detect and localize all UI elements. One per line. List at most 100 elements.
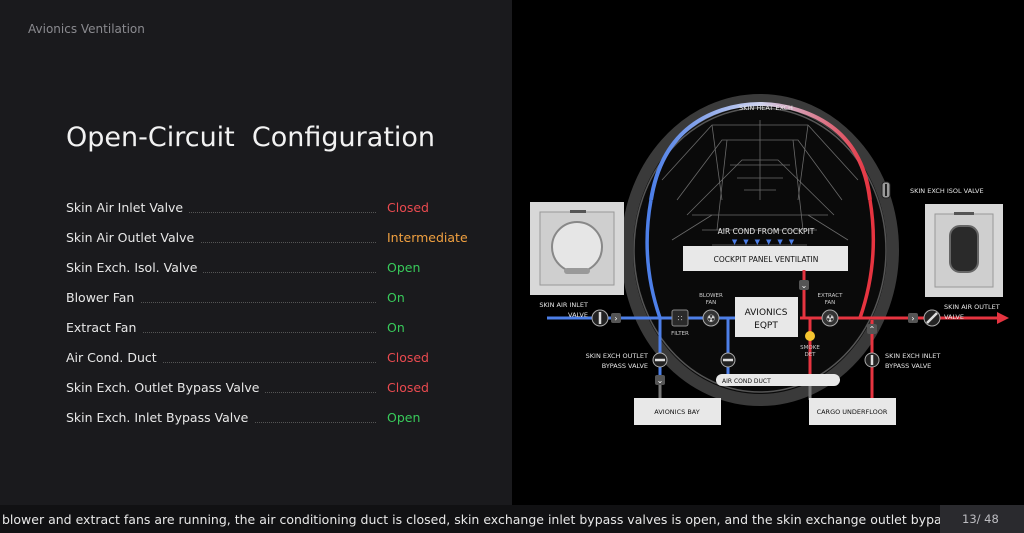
air-cond-from-cockpit-label: AIR COND FROM COCKPIT — [718, 227, 815, 236]
status-row-name: Blower Fan — [66, 290, 141, 305]
outlet-bypass-label-1: SKIN EXCH OUTLET — [586, 352, 648, 360]
status-row-value: On — [387, 320, 405, 335]
smoke-detector-icon — [805, 331, 815, 341]
status-row: Skin Air Inlet Valve Closed — [66, 200, 466, 220]
blue-skin-flow-left — [645, 199, 662, 319]
page-counter: 13/ 48 — [940, 505, 1024, 533]
svg-text:⌄: ⌄ — [657, 376, 664, 385]
ventilation-diagram: SKIN HEAT EXCH SKIN EXCH ISOL VALVE AIR … — [530, 94, 1009, 425]
air-cond-duct-label: AIR COND DUCT — [722, 378, 771, 385]
status-row: Extract Fan On — [66, 320, 466, 340]
smoke-det-label-1: SMOKE — [800, 345, 820, 351]
status-row-name: Skin Exch. Isol. Valve — [66, 260, 204, 275]
status-row: Skin Exch. Isol. Valve Open — [66, 260, 466, 280]
status-row-value: Open — [387, 260, 421, 275]
avionics-eqpt-label-1: AVIONICS — [745, 308, 788, 318]
status-row-name: Skin Exch. Inlet Bypass Valve — [66, 410, 255, 425]
status-row-name: Extract Fan — [66, 320, 143, 335]
blower-fan-label-2: FAN — [706, 300, 717, 306]
cockpit-wireframe — [661, 120, 859, 246]
caption-text: blower and extract fans are running, the… — [2, 512, 940, 527]
blower-fan-label-1: BLOWER — [699, 293, 723, 299]
outlet-arrow-icon — [997, 312, 1009, 324]
page-counter-text: 13/ 48 — [962, 512, 999, 526]
avionics-bay-label: AVIONICS BAY — [654, 408, 699, 416]
extract-fan-label-2: FAN — [825, 300, 836, 306]
smoke-det-label-2: DET — [804, 352, 816, 358]
air-cond-duct-valve[interactable] — [720, 352, 736, 368]
svg-text:›: › — [614, 314, 617, 323]
chevron-right-icon: › — [908, 313, 918, 323]
diagram-panel: SKIN HEAT EXCH SKIN EXCH ISOL VALVE AIR … — [512, 0, 1024, 505]
leader-dots — [66, 332, 376, 333]
svg-text:☢: ☢ — [826, 314, 835, 325]
skin-heat-exch-arc — [649, 102, 872, 201]
status-row-value: Open — [387, 410, 421, 425]
check-valve-icon: ⌃ — [867, 324, 877, 334]
status-row-name: Skin Exch. Outlet Bypass Valve — [66, 380, 266, 395]
skin-air-inlet-label-2: VALVE — [568, 311, 588, 319]
filter-icon — [671, 309, 689, 327]
skin-exch-inlet-bypass-valve[interactable] — [864, 352, 880, 368]
check-valve-icon: ⌄ — [655, 375, 665, 385]
skin-air-inlet-valve-photo — [530, 202, 624, 295]
svg-text:⌄: ⌄ — [801, 281, 808, 290]
info-panel: Avionics Ventilation Open-Circuit Config… — [0, 0, 512, 505]
status-row: Blower Fan On — [66, 290, 466, 310]
status-row-value: Closed — [387, 380, 429, 395]
leader-dots — [66, 302, 376, 303]
leader-dots — [66, 242, 376, 243]
down-arrows-icon: ▼▼▼▼▼▼ — [732, 238, 800, 246]
grey-duct-lines — [658, 385, 812, 400]
svg-text:›: › — [911, 314, 914, 323]
skin-air-outlet-label-1: SKIN AIR OUTLET — [944, 303, 1000, 311]
status-row: Air Cond. Duct Closed — [66, 350, 466, 370]
cockpit-panel-label: COCKPIT PANEL VENTILATIN — [714, 255, 819, 264]
cargo-underfloor-box — [809, 398, 896, 425]
status-row-value: Closed — [387, 200, 429, 215]
avionics-eqpt-box — [735, 297, 798, 337]
status-row: Skin Exch. Outlet Bypass Valve Closed — [66, 380, 466, 400]
status-row-value: On — [387, 290, 405, 305]
status-row-name: Air Cond. Duct — [66, 350, 163, 365]
extract-fan-label-1: EXTRACT — [818, 293, 844, 299]
filter-label: FILTER — [671, 331, 689, 337]
inlet-bypass-label-1: SKIN EXCH INLET — [885, 352, 940, 360]
leader-dots — [66, 362, 376, 363]
status-row-name: Skin Air Outlet Valve — [66, 230, 201, 245]
avionics-eqpt-label-2: EQPT — [754, 321, 778, 331]
skin-heat-exch-label: SKIN HEAT EXCH — [739, 104, 793, 112]
air-cond-duct-pipe — [716, 374, 840, 386]
skin-exch-isol-valve[interactable] — [881, 181, 891, 199]
skin-air-outlet-valve-photo — [925, 204, 1003, 297]
skin-air-inlet-valve[interactable] — [591, 309, 609, 327]
outlet-bypass-label-2: BYPASS VALVE — [602, 362, 648, 370]
check-valve-icon: ⌄ — [799, 280, 809, 290]
skin-air-outlet-label-2: VALVE — [944, 313, 964, 321]
red-skin-flow-right — [858, 199, 876, 319]
skin-air-outlet-valve[interactable] — [923, 309, 941, 327]
inlet-bypass-label-2: BYPASS VALVE — [885, 362, 931, 370]
filter-dots-icon: ∷ — [677, 314, 682, 323]
svg-text:⌃: ⌃ — [869, 325, 876, 334]
leader-dots — [66, 272, 376, 273]
page-title: Open-Circuit Configuration — [66, 122, 436, 153]
chevron-right-icon: › — [611, 313, 621, 323]
cockpit-panel-box — [683, 246, 848, 271]
svg-text:☢: ☢ — [707, 314, 716, 325]
extract-fan-icon[interactable]: ☢ — [821, 309, 839, 327]
skin-air-inlet-label-1: SKIN AIR INLET — [539, 301, 588, 309]
section-label: Avionics Ventilation — [28, 22, 145, 36]
caption-bar: blower and extract fans are running, the… — [0, 505, 940, 533]
status-row: Skin Exch. Inlet Bypass Valve Open — [66, 410, 466, 430]
status-row-name: Skin Air Inlet Valve — [66, 200, 190, 215]
avionics-bay-box — [634, 398, 721, 425]
status-row-value: Closed — [387, 350, 429, 365]
cargo-underfloor-label: CARGO UNDERFLOOR — [817, 408, 888, 416]
skin-exch-isol-valve-label: SKIN EXCH ISOL VALVE — [910, 187, 984, 195]
blower-fan-icon[interactable]: ☢ — [702, 309, 720, 327]
leader-dots — [66, 212, 376, 213]
skin-exch-outlet-bypass-valve[interactable] — [652, 352, 668, 368]
status-row-value: Intermediate — [387, 230, 468, 245]
status-row: Skin Air Outlet Valve Intermediate — [66, 230, 468, 250]
